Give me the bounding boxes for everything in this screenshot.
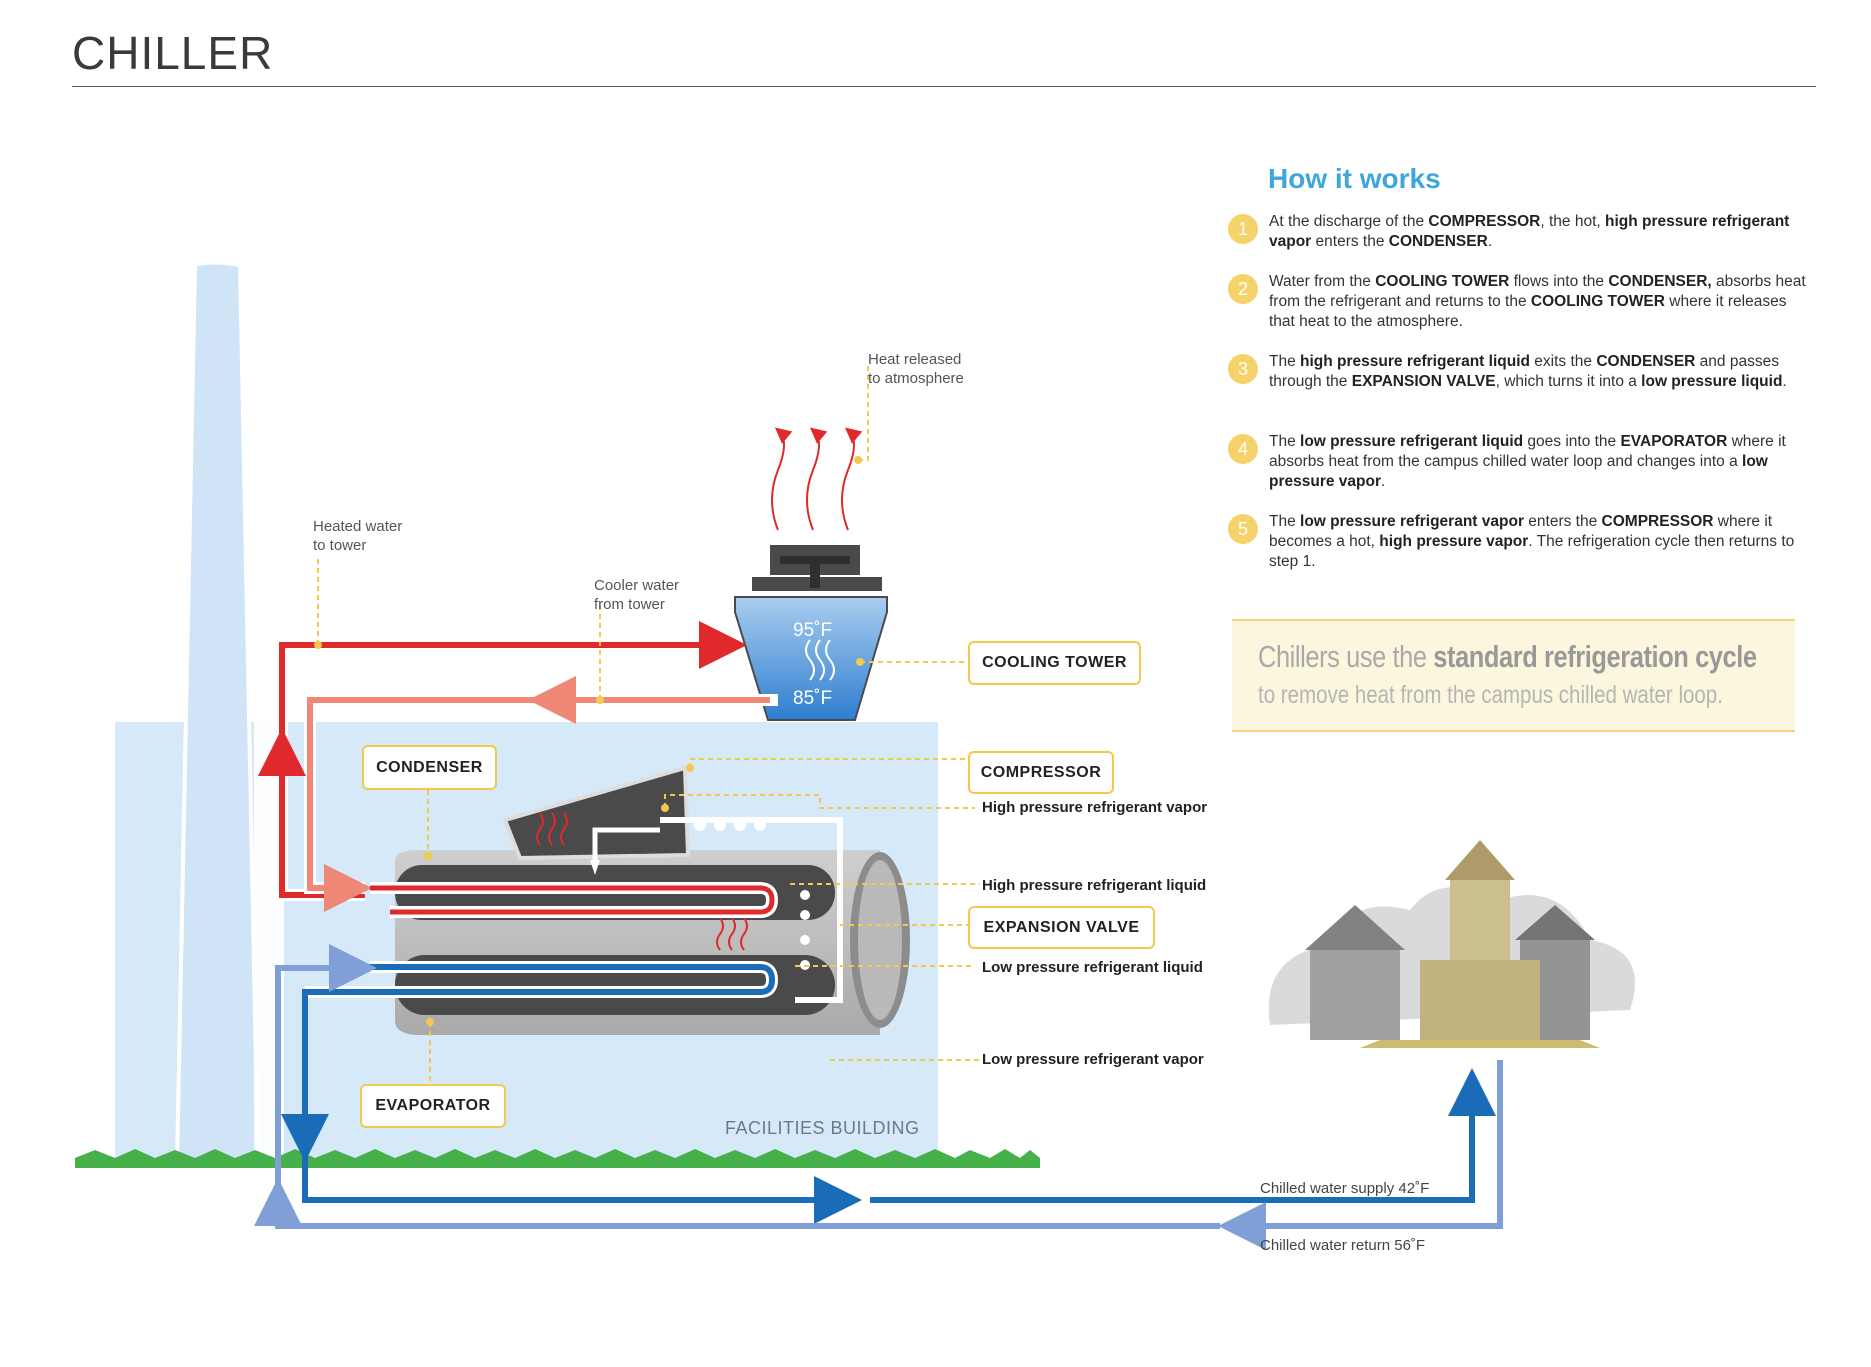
expansion-valve-label: EXPANSION VALVE: [968, 906, 1155, 949]
step-text: At the discharge of the COMPRESSOR, the …: [1269, 213, 1790, 250]
lp-vapor-callout: Low pressure refrigerant vapor: [982, 1051, 1204, 1068]
lp-liquid-callout: Low pressure refrigerant liquid: [982, 959, 1203, 976]
grass: [75, 1149, 1040, 1168]
cooler-water-note: Cooler water from tower: [594, 577, 680, 613]
step-number-badge: 4: [1228, 434, 1258, 464]
summary-callout: Chillers use the standard refrigeration …: [1232, 619, 1795, 732]
step-number-badge: 3: [1228, 354, 1258, 384]
cooling-tower: [734, 545, 888, 721]
page-title: CHILLER: [72, 27, 274, 79]
title-divider: [72, 86, 1816, 87]
chilled-return-label: Chilled water return 56˚F: [1260, 1237, 1426, 1254]
step-number-badge: 1: [1228, 214, 1258, 244]
chilled-supply-label: Chilled water supply 42˚F: [1260, 1180, 1430, 1197]
tower-bottom-temp: 85˚F: [793, 688, 833, 709]
compressor-label: COMPRESSOR: [968, 751, 1114, 794]
condenser-label: CONDENSER: [362, 745, 497, 790]
heat-released-note: Heat released to atmosphere: [868, 351, 964, 387]
heated-water-note: Heated water to tower: [313, 518, 403, 554]
evaporator-label: EVAPORATOR: [360, 1084, 506, 1128]
how-it-works-title: How it works: [1268, 163, 1441, 194]
facilities-building-label: FACILITIES BUILDING: [725, 1118, 920, 1138]
step-text: The low pressure refrigerant vapor enter…: [1269, 513, 1795, 570]
hp-liquid-callout: High pressure refrigerant liquid: [982, 877, 1207, 894]
smokestack: [174, 260, 261, 1167]
summary-line-1: Chillers use the standard refrigeration …: [1258, 639, 1757, 674]
summary-line-2: to remove heat from the campus chilled w…: [1258, 681, 1723, 709]
step-number-badge: 2: [1228, 274, 1258, 304]
step-number-badge: 5: [1228, 514, 1258, 544]
step-text: Water from the COOLING TOWER flows into …: [1269, 273, 1806, 330]
cooling-tower-label: COOLING TOWER: [968, 641, 1141, 685]
campus-buildings: [1268, 840, 1635, 1048]
hp-vapor-callout: High pressure refrigerant vapor: [982, 799, 1208, 816]
step-text: The high pressure refrigerant liquid exi…: [1269, 353, 1787, 390]
step-text: The low pressure refrigerant liquid goes…: [1269, 433, 1786, 490]
tower-top-temp: 95˚F: [793, 620, 833, 641]
